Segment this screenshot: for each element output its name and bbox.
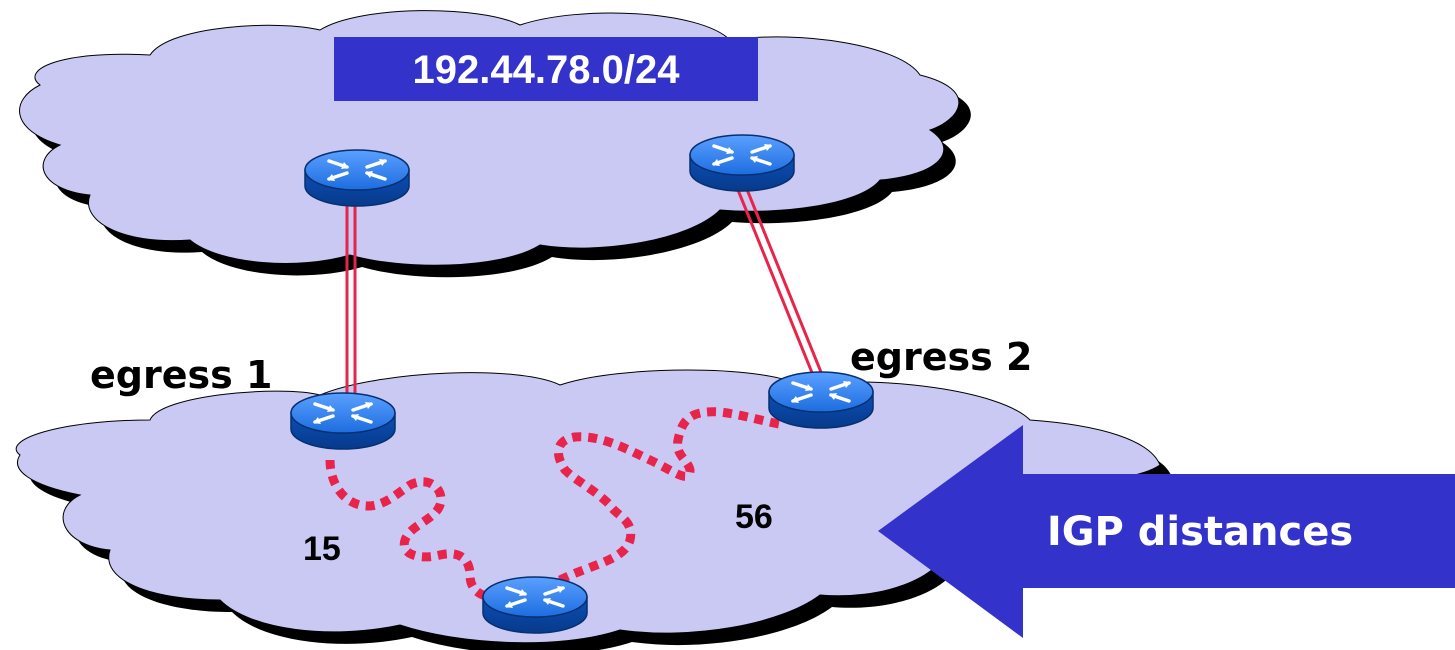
link-egress1 bbox=[345, 205, 357, 400]
egress1-label: egress 1 bbox=[90, 353, 272, 397]
distance-egress1: 15 bbox=[303, 530, 341, 568]
router-icon bbox=[303, 148, 411, 208]
igp-distances-arrow: IGP distances bbox=[878, 425, 1455, 638]
router-icon bbox=[481, 575, 589, 635]
prefix-label: 192.44.78.0/24 bbox=[413, 48, 681, 92]
distance-egress2: 56 bbox=[735, 498, 773, 536]
router-icon bbox=[688, 133, 796, 193]
igp-path-egress2 bbox=[554, 407, 786, 585]
link-egress2 bbox=[736, 186, 827, 386]
prefix-banner: 192.44.78.0/24 bbox=[334, 37, 758, 101]
egress2-label: egress 2 bbox=[850, 335, 1032, 379]
router-icon bbox=[767, 370, 875, 430]
igp-distances-label: IGP distances bbox=[1047, 509, 1353, 555]
router-icon bbox=[289, 391, 397, 451]
